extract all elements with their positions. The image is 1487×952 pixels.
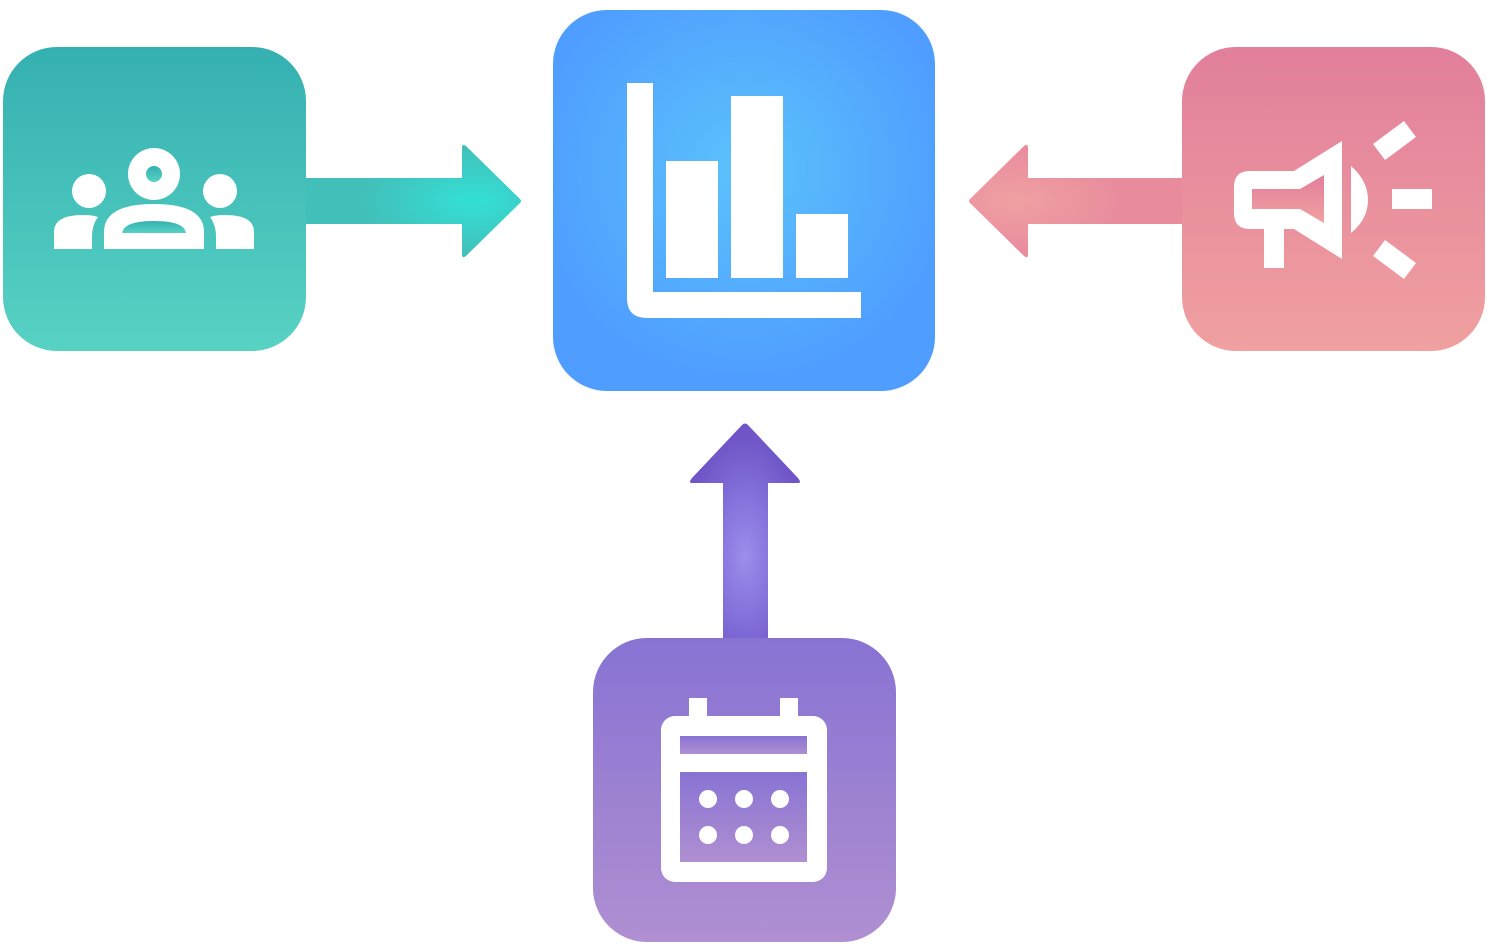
arrow-people-to-chart: [300, 140, 530, 262]
calendar-node: [593, 638, 896, 942]
arrow-right-icon: [300, 144, 521, 258]
arrow-calendar-to-chart: [680, 415, 810, 645]
people-node: [3, 47, 306, 351]
arrow-left-icon: [969, 144, 1190, 258]
bar-chart-icon: [553, 10, 935, 391]
people-group-icon: [3, 47, 306, 351]
megaphone-icon: [1182, 47, 1485, 351]
marketing-node: [1182, 47, 1485, 351]
arrow-megaphone-to-chart: [960, 140, 1190, 262]
arrow-up-icon: [690, 423, 800, 645]
calendar-icon: [593, 638, 896, 942]
analytics-node: [553, 10, 935, 391]
